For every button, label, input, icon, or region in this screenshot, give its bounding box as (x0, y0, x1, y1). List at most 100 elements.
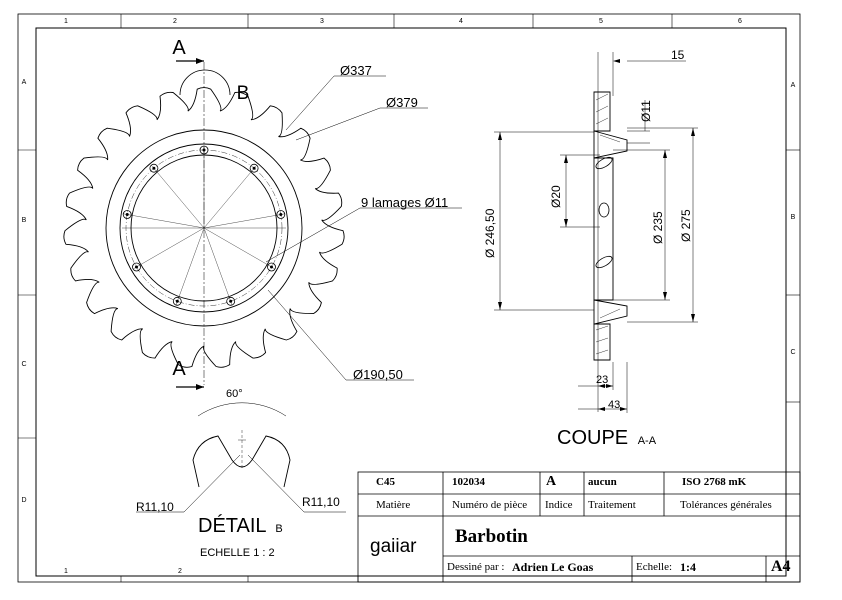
leader-379 (295, 107, 428, 141)
zone-top-1: 1 (64, 18, 68, 25)
zone-bottom-2: 2 (178, 568, 182, 575)
part-number-label: Numéro de pièce (452, 499, 528, 511)
leader-radius-right (247, 454, 346, 513)
dim-337: Ø337 (340, 63, 372, 78)
detail-arc-top (197, 402, 287, 417)
leader-337 (285, 75, 386, 131)
detail-view-labels: 60° R11,10 R11,10 DÉTAIL B ECHELLE 1 : 2 (136, 388, 340, 559)
treatment-label: Traitement (588, 499, 636, 511)
bolt-hole (172, 296, 182, 306)
leader-19050 (267, 289, 414, 381)
index-value: A (546, 474, 557, 489)
zone-labels: 1 2 3 4 5 6 1 2 A B C D A B C (21, 18, 795, 575)
tolerance-value: ISO 2768 mK (682, 476, 747, 488)
dim-235: Ø 235 (651, 211, 665, 244)
construction-line (203, 227, 233, 306)
detail-angle: 60° (226, 388, 243, 400)
section-lower-tooth (593, 323, 611, 361)
zone-top-3: 3 (320, 18, 324, 25)
tolerance-label: Tolérances générales (680, 499, 772, 511)
bolt-hole (276, 210, 286, 219)
zone-bottom-1: 1 (64, 568, 68, 575)
title-block-frame (357, 471, 801, 583)
zone-left-a: A (22, 79, 27, 86)
construction-line (203, 213, 285, 229)
section-mark-bottom: A (172, 358, 186, 380)
detail-title-main: DÉTAIL (198, 514, 266, 537)
leader-radius-left (136, 454, 241, 513)
drawn-by-value: Adrien Le Goas (512, 560, 594, 574)
detail-view (136, 402, 346, 513)
construction-line (151, 165, 205, 229)
section-mark-top: A (172, 37, 186, 59)
bolt-hole (122, 210, 132, 219)
detail-b-circle (179, 69, 231, 96)
dim-20: Ø20 (549, 185, 563, 208)
construction-lines (122, 146, 286, 306)
bolt-hole (249, 163, 259, 173)
construction-line (203, 227, 276, 270)
drawn-by-label: Dessiné par : (447, 561, 505, 573)
dim-23: 23 (596, 374, 608, 386)
format-value: A4 (771, 558, 791, 575)
part-number-value: 102034 (452, 476, 485, 488)
scale-value: 1:4 (680, 560, 696, 574)
front-view-labels: A A B Ø337 Ø379 9 lamages Ø11 Ø190,50 (172, 37, 448, 382)
section-view-labels: 15 Ø11 Ø20 Ø 246,50 Ø 235 Ø 275 23 43 CO… (483, 48, 693, 449)
bolt-hole (267, 262, 276, 272)
part-name: Barbotin (455, 526, 528, 547)
section-view-title: COUPE A-A (557, 427, 657, 449)
section-hub-upper (593, 130, 628, 159)
zone-top-2: 2 (173, 18, 177, 25)
dim-43: 43 (608, 399, 620, 411)
detail-radius-left: R11,10 (136, 500, 174, 514)
dim-379: Ø379 (386, 95, 418, 110)
zone-left-c: C (21, 361, 26, 368)
treatment-value: aucun (588, 476, 617, 488)
company-logo: gaiiar (370, 536, 417, 557)
zone-left-d: D (21, 497, 26, 504)
detail-scale: ECHELLE 1 : 2 (200, 547, 275, 559)
section-title-main: COUPE (557, 427, 628, 449)
front-view (63, 58, 462, 390)
dim-11: Ø11 (639, 100, 653, 122)
dim-19050: Ø190,50 (353, 367, 403, 382)
section-view (494, 52, 698, 413)
sprocket-outline (63, 87, 345, 368)
zone-left-b: B (22, 217, 27, 224)
detail-radius-right: R11,10 (302, 495, 340, 509)
detail-tooth-profile (192, 435, 291, 488)
detail-mark: B (237, 83, 250, 104)
scale-label: Echelle: (636, 561, 673, 573)
dim-15: 15 (671, 48, 685, 62)
section-upper-tooth (593, 91, 611, 132)
section-body (593, 157, 614, 301)
bolt-hole (132, 262, 141, 272)
zone-right-a: A (791, 82, 796, 89)
zone-right-c: C (790, 349, 795, 356)
section-hole-2 (598, 202, 610, 218)
dim-24650: Ø 246,50 (483, 208, 497, 258)
construction-line (175, 227, 205, 306)
section-hole-3 (595, 255, 613, 269)
material-label: Matière (376, 499, 411, 511)
bolt-hole (149, 163, 159, 173)
construction-line (123, 213, 205, 229)
section-title-suffix: A-A (638, 435, 657, 447)
section-hub-lower (593, 299, 628, 325)
zone-top-6: 6 (738, 18, 742, 25)
material-value: C45 (376, 476, 395, 488)
detail-view-title: DÉTAIL B (198, 514, 283, 537)
index-label: Indice (545, 499, 573, 511)
section-hole-1 (595, 156, 613, 170)
construction-line (132, 227, 205, 270)
zone-top-5: 5 (599, 18, 603, 25)
construction-line (203, 165, 257, 229)
dim-275: Ø 275 (679, 209, 693, 242)
leader-holes (265, 207, 462, 263)
zone-right-b: B (791, 214, 796, 221)
zone-top-4: 4 (459, 18, 463, 25)
bolt-hole (226, 296, 236, 306)
dim-holes: 9 lamages Ø11 (361, 195, 448, 210)
